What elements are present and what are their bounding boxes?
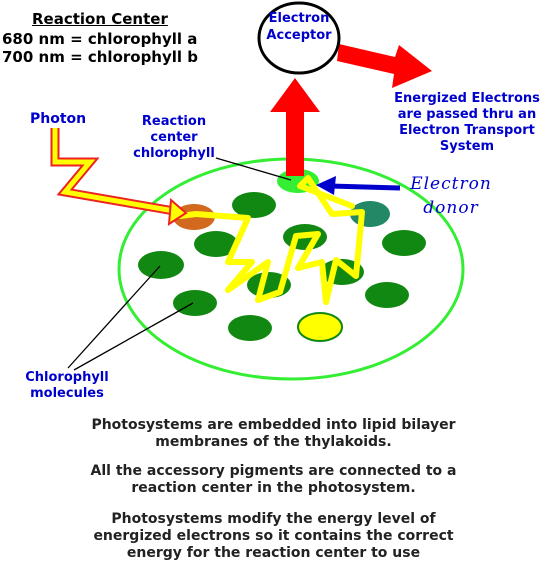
paragraph-1: Photosystems are embedded into lipid bil… bbox=[91, 417, 456, 450]
chlorophyll-molecule bbox=[365, 282, 409, 308]
photon-arrowhead bbox=[167, 197, 188, 226]
electron-donor-arrow bbox=[329, 183, 401, 191]
chlorophyll-molecule bbox=[194, 231, 238, 257]
chlorophyll-leader-1 bbox=[67, 265, 161, 369]
energized-electrons-label: Energized Electrons are passed thru an E… bbox=[394, 91, 540, 154]
photon-arrow bbox=[52, 128, 181, 215]
rc-chlorophyll-leader bbox=[215, 157, 292, 181]
electron-up-arrowhead bbox=[270, 78, 320, 112]
chlorophyll-molecule bbox=[228, 315, 272, 341]
energy-transfer-path bbox=[177, 175, 365, 305]
photon-label: Photon bbox=[30, 111, 87, 127]
electron-acceptor-label: Electron Acceptor bbox=[266, 11, 332, 43]
electron-donor-arrowhead bbox=[316, 176, 336, 195]
chlorophyll-molecule bbox=[173, 290, 217, 316]
accessory-pigment-yellow bbox=[297, 312, 343, 342]
electron-up-arrow bbox=[286, 108, 304, 176]
reaction-center-title: Reaction Center bbox=[32, 10, 168, 28]
chlorophyll-leader-2 bbox=[73, 302, 194, 371]
chlorophyll-molecule bbox=[138, 251, 184, 279]
reaction-center-line-2: 700 nm = chlorophyll b bbox=[2, 48, 199, 66]
chlorophyll-molecule bbox=[232, 192, 276, 218]
reaction-center-chlorophyll-label: Reaction center chlorophyll bbox=[133, 114, 215, 161]
chlorophyll-molecules-label: Chlorophyll molecules bbox=[25, 370, 109, 401]
paragraph-3: Photosystems modify the energy level of … bbox=[93, 511, 454, 561]
paragraph-2: All the accessory pigments are connected… bbox=[90, 463, 457, 496]
reaction-center-line-1: 680 nm = chlorophyll a bbox=[2, 30, 198, 48]
electron-out-arrow bbox=[337, 44, 432, 88]
electron-acceptor-circle bbox=[257, 1, 341, 75]
electron-donor-label: Electron donor bbox=[410, 174, 492, 218]
chlorophyll-molecule bbox=[382, 230, 426, 256]
